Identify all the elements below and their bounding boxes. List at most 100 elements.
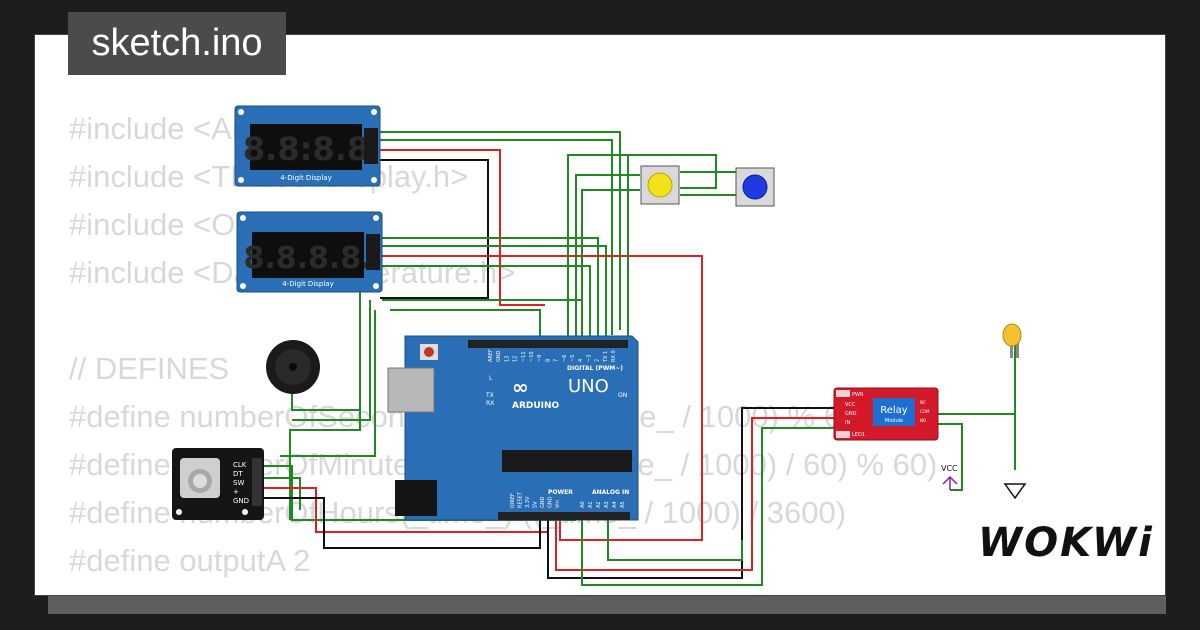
arduino-pin-label: 5V <box>533 501 539 508</box>
led-yellow[interactable] <box>1002 323 1022 358</box>
arduino-pin-label: 7 <box>554 359 560 362</box>
wire-d1-vcc <box>380 149 545 306</box>
seven-segment-display-1[interactable]: 8.8:8.8 4-Digit Display <box>234 105 381 187</box>
vcc-label: VCC <box>941 464 958 473</box>
vcc-symbol: VCC <box>941 464 958 490</box>
wire-top-bus-2 <box>382 299 583 340</box>
relay-title: Relay <box>880 405 908 416</box>
wires <box>262 131 1016 586</box>
arduino-on-label: ON <box>618 392 627 399</box>
ground-symbol <box>1003 483 1027 500</box>
arduino-pin-label: ~6 <box>562 355 568 362</box>
arduino-pin-label: 12 <box>513 356 519 362</box>
wire-top-bus <box>390 309 541 340</box>
arduino-pin-label: A2 <box>596 501 602 508</box>
wokwi-logo: WOKWi <box>978 520 1154 566</box>
arduino-model: UNO <box>568 376 609 397</box>
arduino-pin-label: A0 <box>580 501 586 508</box>
arduino-power-label: POWER <box>548 489 573 496</box>
wire-btn-yellow-3 <box>581 189 640 340</box>
wire-left-bus <box>289 290 361 520</box>
wire-d2-clk <box>380 237 599 340</box>
wire-left-bus-2 <box>292 300 371 421</box>
display1-digits: 8.8:8.8 <box>243 130 369 168</box>
arduino-pin-label: A4 <box>612 501 618 508</box>
arduino-uno[interactable]: ∞ UNO ARDUINO DIGITAL (PWM~) POWER ANALO… <box>387 335 639 521</box>
wire-relay-vcc <box>555 417 838 571</box>
wire-btn-blue-link <box>627 154 717 340</box>
relay-label-pwr: PWR <box>852 392 864 398</box>
wire-relay-in <box>581 427 838 586</box>
wire-d2-gnd <box>380 265 591 340</box>
encoder-pin-vcc: + <box>233 488 239 496</box>
wire-d1-dio <box>380 139 613 335</box>
arduino-logo-infinity: ∞ <box>512 375 529 399</box>
arduino-pin-label: ~9 <box>537 355 543 362</box>
arduino-pin-label: 2 <box>595 359 601 362</box>
arduino-pin-label: A3 <box>604 501 610 508</box>
wire-d2-dio <box>380 245 607 340</box>
code-line: // DEFINES <box>69 351 230 386</box>
arduino-led-rx: RX <box>486 400 494 407</box>
display1-label: 4-Digit Display <box>280 174 331 182</box>
relay-out-no: NO <box>920 418 926 423</box>
arduino-pin-label: A5 <box>620 501 626 508</box>
arduino-pin-label: ~5 <box>570 355 576 362</box>
wire-encoder-sw <box>262 477 301 510</box>
wire-encoder-clk <box>280 310 376 457</box>
wire-btn-yellow-2 <box>575 174 640 340</box>
arduino-pin-label: IOREF <box>510 493 516 508</box>
arduino-digital-label: DIGITAL (PWM~) <box>567 365 623 372</box>
file-tab[interactable]: sketch.ino <box>68 12 286 75</box>
arduino-pin-label: RESET <box>518 491 524 508</box>
buzzer[interactable] <box>266 340 320 394</box>
encoder-pin-dt: DT <box>233 470 243 478</box>
rotary-encoder[interactable]: CLK DT SW + GND <box>172 448 264 520</box>
arduino-pin-label: ~11 <box>521 351 527 362</box>
arduino-brand: ARDUINO <box>512 401 560 411</box>
arduino-pin-label: AREF <box>488 349 494 362</box>
wire-relay-gnd <box>547 407 838 579</box>
wire-d1-gnd <box>380 159 489 299</box>
wire-btn-yellow <box>567 154 640 340</box>
relay-label-led1: LED1 <box>852 432 865 438</box>
seven-segment-display-2[interactable]: 8.8.8.8. 4-Digit Display <box>236 211 383 293</box>
relay-pin-in: IN <box>845 420 850 426</box>
arduino-pin-label: TX 1 <box>603 351 609 363</box>
pushbutton-blue[interactable] <box>735 167 775 207</box>
wire-relay-no <box>935 345 1016 415</box>
code-line: #define outputB 3 <box>69 585 937 595</box>
arduino-pin-label: ~3 <box>586 355 592 362</box>
wire-analog <box>607 510 743 561</box>
arduino-pin-label: 13 <box>504 356 510 362</box>
wire-d2-vcc <box>380 255 703 541</box>
arduino-pin-label: A1 <box>588 501 594 508</box>
relay-pin-gnd: GND <box>845 411 857 417</box>
wire-encoder-gnd <box>262 497 541 549</box>
relay-pin-vcc: VCC <box>845 402 856 408</box>
arduino-pin-label: GND <box>540 496 546 508</box>
arduino-pin-label: GND <box>548 496 554 508</box>
arduino-pin-label: 4 <box>578 359 584 362</box>
arduino-led-tx: TX <box>485 392 494 399</box>
wire-relay-com <box>935 423 963 491</box>
display2-digits: 8.8.8.8. <box>243 241 372 276</box>
encoder-pin-clk: CLK <box>233 461 247 469</box>
arduino-analog-label: ANALOG IN <box>592 489 629 496</box>
arduino-pin-label: GND <box>496 350 502 362</box>
wire-d1-clk <box>380 131 621 330</box>
relay-subtitle: Module <box>885 418 903 424</box>
arduino-pin-label: 8 <box>545 359 551 362</box>
arduino-pin-label: Vin <box>555 500 561 508</box>
relay-module[interactable]: Relay Module VCC GND IN PWR LED1 NC COM … <box>833 387 939 441</box>
relay-out-com: COM <box>920 409 930 414</box>
pushbutton-yellow[interactable] <box>640 165 680 205</box>
arduino-led-l: L <box>489 375 493 382</box>
display2-label: 4-Digit Display <box>282 280 333 288</box>
code-line: #define outputA 2 <box>69 543 311 578</box>
arduino-pin-label: RX 0 <box>611 350 617 362</box>
